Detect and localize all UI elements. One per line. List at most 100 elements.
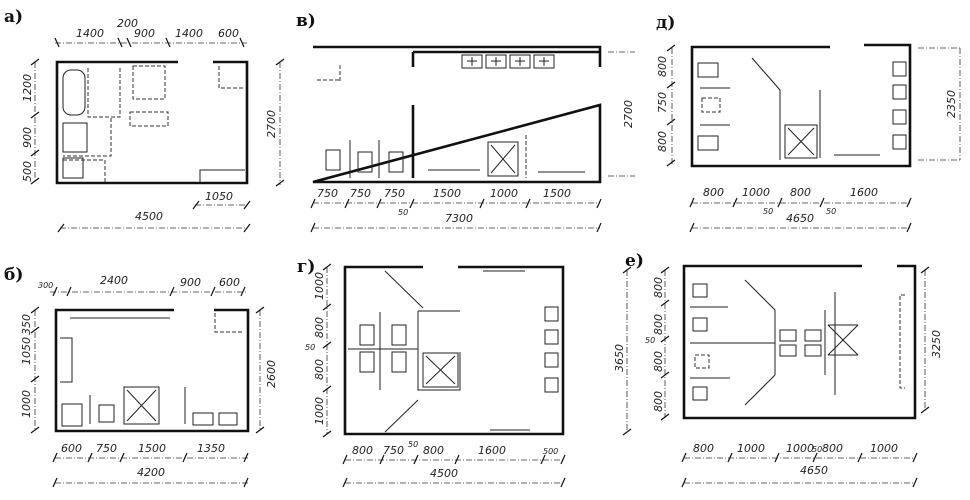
washbasin-icon xyxy=(61,403,83,427)
plan-a-walls xyxy=(55,60,249,185)
chair-icon xyxy=(357,151,373,173)
dim-text: 50 xyxy=(812,445,822,454)
dim-text: 2400 xyxy=(100,274,128,287)
dim-text: 350 xyxy=(20,314,33,335)
shower-tray-icon xyxy=(784,124,818,159)
plan-a-dimensions: 1400 200 900 1400 600 1200 900 500 2700 … xyxy=(21,17,285,233)
chair-icon xyxy=(388,151,404,173)
dim-text: 3250 xyxy=(930,330,943,358)
shower-tray-icon xyxy=(422,352,459,388)
plan-v: в) 750 750 750 50 1500 1000 1500 7300 27… xyxy=(296,11,635,233)
dim-text: 900 xyxy=(134,27,155,40)
plan-g: г) 1000 800 50 800 1000 800 750 50 800 1… xyxy=(297,257,566,488)
dim-text: 1400 xyxy=(76,27,104,40)
bathtub-icon xyxy=(62,69,86,116)
washbasin-icon xyxy=(218,412,238,426)
plan-e-dimensions: 800 800 50 800 800 3650 3250 800 1000 10… xyxy=(613,266,943,488)
dim-text: 50 xyxy=(398,208,408,217)
dim-text: 7300 xyxy=(445,212,473,225)
shower-icon xyxy=(827,324,859,356)
panel-label-v: в) xyxy=(296,11,316,31)
plan-v-walls xyxy=(312,45,602,184)
panel-label-b: б) xyxy=(4,265,23,285)
panel-label-e: е) xyxy=(625,251,644,271)
chair-icon xyxy=(98,404,115,423)
dim-text: 2600 xyxy=(265,360,278,388)
dim-text: 2350 xyxy=(945,90,958,118)
dim-text: 600 xyxy=(219,276,240,289)
chair-icon xyxy=(697,135,719,151)
dim-text: 500 xyxy=(21,161,34,182)
chair-icon xyxy=(697,62,719,78)
chair-icon xyxy=(692,317,708,332)
dim-text: 2700 xyxy=(622,100,635,128)
chair-icon xyxy=(359,351,375,373)
dim-text: 600 xyxy=(61,442,82,455)
dim-text: 1500 xyxy=(543,187,571,200)
dim-text: 4500 xyxy=(135,210,163,223)
dim-text: 200 xyxy=(117,17,138,30)
dim-text: 800 xyxy=(703,186,724,199)
dim-text: 800 xyxy=(423,444,444,457)
chair-icon xyxy=(692,283,708,298)
washbasin-row xyxy=(461,54,555,69)
dim-text: 50 xyxy=(763,207,773,216)
dim-text: 500 xyxy=(543,447,558,456)
toilet-icon xyxy=(62,157,84,179)
washing-machine-icon xyxy=(132,65,166,100)
dim-text: 1000 xyxy=(786,442,814,455)
shower-tray-icon xyxy=(487,141,519,177)
plan-e: е) 800 800 50 800 800 3650 3250 800 1000… xyxy=(613,251,943,488)
plan-b-dimensions: 300 2400 900 600 350 1050 1000 2600 600 … xyxy=(20,274,278,488)
dim-text: 600 xyxy=(218,27,239,40)
dim-text: 800 xyxy=(693,442,714,455)
washbasin-icon xyxy=(62,122,88,153)
plan-g-walls xyxy=(343,265,565,436)
dim-text: 1000 xyxy=(870,442,898,455)
washbasin-column xyxy=(892,61,907,150)
plan-d-walls xyxy=(690,43,912,168)
dim-text: 800 xyxy=(652,314,665,335)
dim-text: 900 xyxy=(21,127,34,148)
dim-text: 1000 xyxy=(742,186,770,199)
dim-text: 2700 xyxy=(265,110,278,138)
dim-text: 1600 xyxy=(850,186,878,199)
dim-text: 50 xyxy=(826,207,836,216)
panel-label-a: а) xyxy=(4,7,23,27)
dim-text: 800 xyxy=(652,391,665,412)
washbasin-icon xyxy=(192,412,214,426)
dim-text: 1000 xyxy=(313,272,326,300)
dim-text: 750 xyxy=(317,187,338,200)
dim-text: 800 xyxy=(652,277,665,298)
dim-text: 1400 xyxy=(175,27,203,40)
plan-v-dimensions: 750 750 750 50 1500 1000 1500 7300 2700 xyxy=(310,51,635,233)
plan-e-walls xyxy=(682,264,917,420)
dim-text: 750 xyxy=(350,187,371,200)
dim-text: 750 xyxy=(96,442,117,455)
dim-text: 800 xyxy=(656,56,669,77)
dim-text: 800 xyxy=(652,351,665,372)
dim-text: 1500 xyxy=(138,442,166,455)
chair-icon xyxy=(325,149,341,171)
plan-d: д) 800 750 800 2350 800 1000 800 1600 50… xyxy=(656,13,961,233)
dim-text: 1600 xyxy=(478,444,506,457)
dim-text: 750 xyxy=(656,92,669,113)
panel-label-d: д) xyxy=(656,13,675,33)
dim-text: 1000 xyxy=(490,187,518,200)
washbasin-column xyxy=(544,306,559,393)
plan-b: б) 300 2400 900 600 350 1050 1000 2600 6… xyxy=(4,265,278,488)
dim-text: 3650 xyxy=(613,344,626,372)
dim-text: 900 xyxy=(180,276,201,289)
dim-text: 50 xyxy=(305,343,315,352)
chair-icon xyxy=(359,324,375,346)
plan-a: а) 1400 200 900 1400 600 1200 900 500 27… xyxy=(4,7,285,233)
dim-text: 800 xyxy=(313,359,326,380)
chair-icon xyxy=(692,386,708,401)
panel-label-g: г) xyxy=(297,257,315,277)
dim-text: 1050 xyxy=(205,190,233,203)
dim-text: 800 xyxy=(313,317,326,338)
dim-text: 4500 xyxy=(430,467,458,480)
dim-text: 750 xyxy=(384,187,405,200)
dim-text: 800 xyxy=(790,186,811,199)
dim-text: 1000 xyxy=(737,442,765,455)
